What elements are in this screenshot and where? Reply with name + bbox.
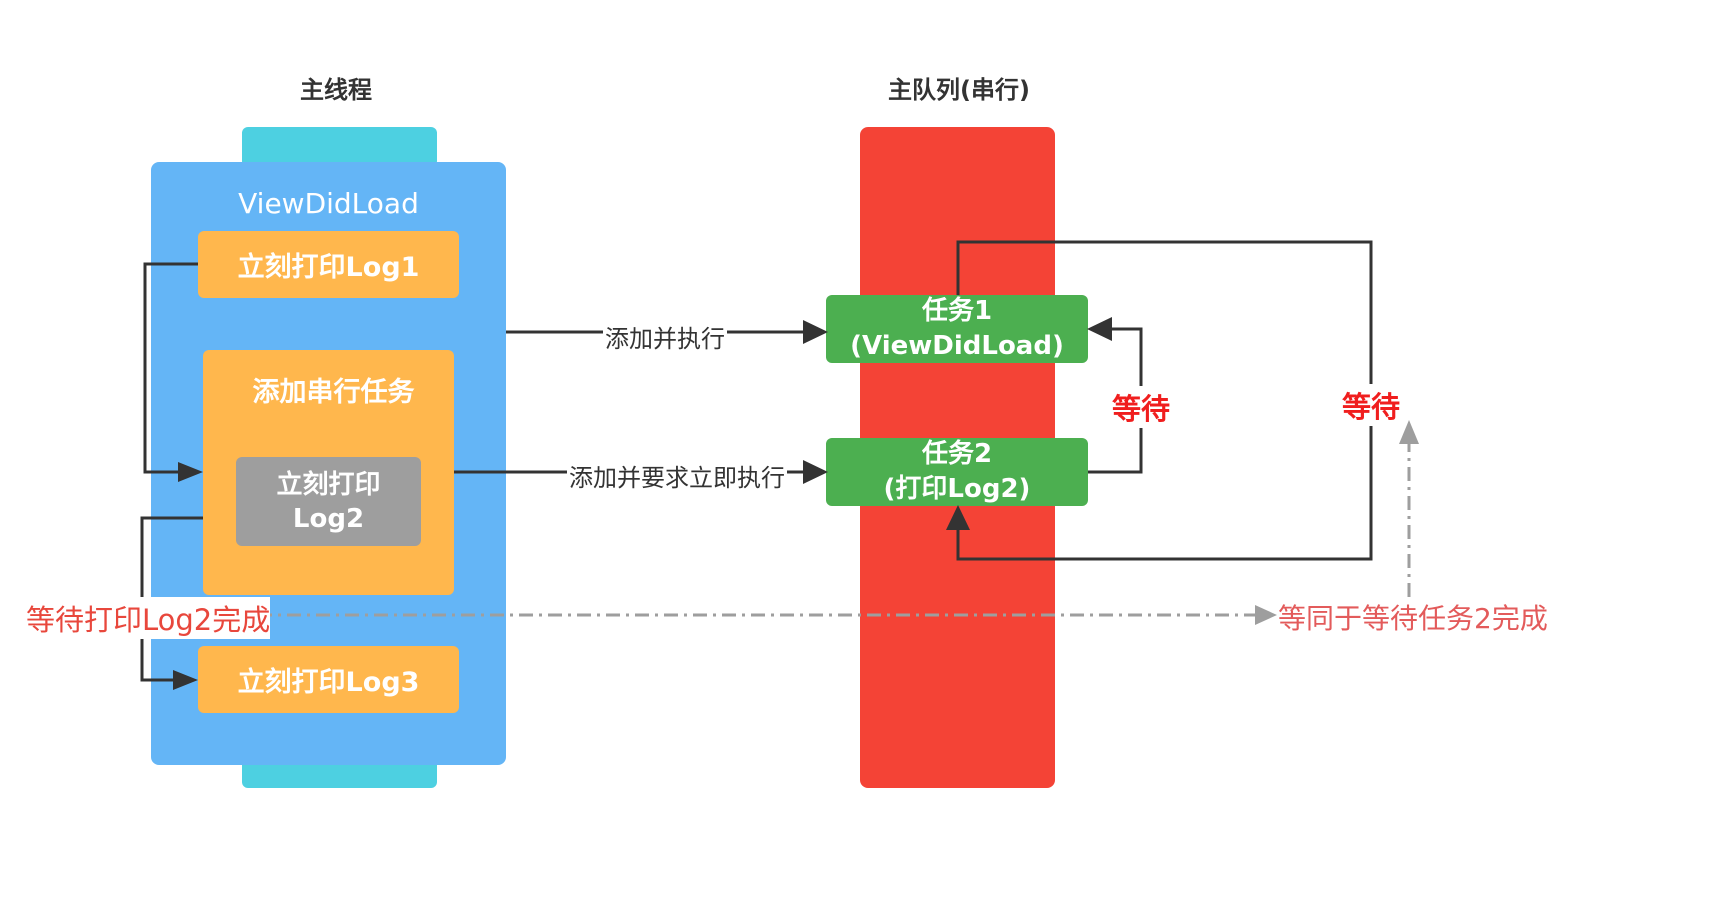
print-log3-block: 立刻打印Log3 [198, 646, 459, 713]
task2-subtitle: (打印Log2) [883, 474, 1031, 504]
main-thread-top-cap [242, 127, 437, 167]
task2-wait-task1-arrowhead [1087, 317, 1112, 341]
print-log2-line1: 立刻打印 [276, 469, 381, 500]
viewdidload-label: ViewDidLoad [238, 186, 419, 220]
task2-title: 任务2 [921, 439, 993, 469]
serial-task-group-label: 添加串行任务 [252, 376, 415, 408]
task1-subtitle: (ViewDidLoad) [850, 331, 1064, 361]
main-thread-title: 主线程 [300, 76, 372, 104]
equivalence-arrowhead-up [1399, 420, 1419, 444]
wait-label-task2: 等待 [1112, 386, 1171, 428]
wait-label-task1: 等待 [1342, 384, 1401, 426]
print-log2-block: 立刻打印 Log2 [236, 457, 421, 546]
main-queue-title: 主队列(串行) [888, 76, 1030, 104]
add-execute-now-arrowhead [803, 460, 828, 484]
task1-wait-task2-arrowhead [946, 505, 970, 530]
add-execute-now-label: 添加并要求立即执行 [567, 458, 787, 493]
serial-to-log3-arrowhead [173, 670, 198, 690]
log1-to-serial-arrow [143, 262, 198, 474]
log1-to-serial-arrowhead [178, 462, 203, 482]
add-execute-label: 添加并执行 [603, 319, 727, 354]
task1-title: 任务1 [921, 296, 993, 326]
equivalence-arrowhead-right [1255, 605, 1277, 625]
wait-log2-note: 等待打印Log2完成 [26, 597, 271, 639]
equivalent-wait-task2-note: 等同于等待任务2完成 [1278, 597, 1548, 637]
task1-block: 任务1 (ViewDidLoad) [826, 295, 1088, 363]
print-log1-block: 立刻打印Log1 [198, 231, 459, 298]
print-log2-line2: Log2 [292, 503, 365, 534]
task2-block: 任务2 (打印Log2) [826, 438, 1088, 506]
add-execute-arrowhead [803, 320, 828, 344]
